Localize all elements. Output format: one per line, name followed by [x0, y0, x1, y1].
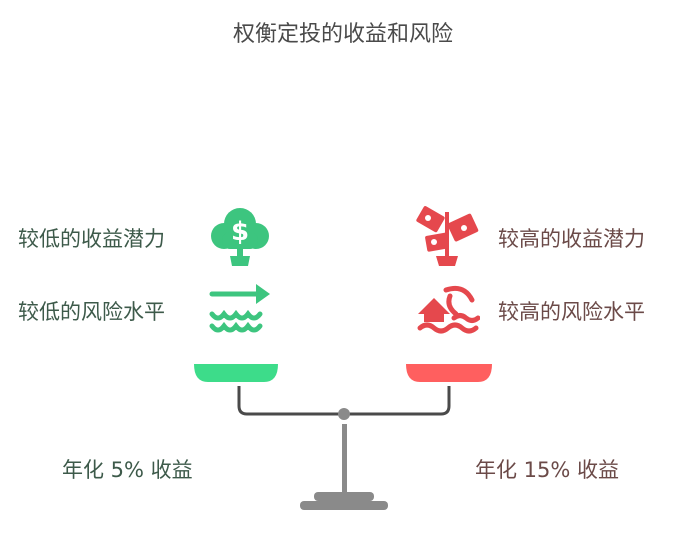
low-return-label: 较低的收益潜力: [18, 227, 165, 251]
high-return-label: 较高的收益潜力: [498, 227, 645, 251]
diagram-title: 权衡定投的收益和风险: [232, 22, 453, 47]
left-pan: [194, 364, 278, 382]
low-return-rate: 年化 5% 收益: [62, 458, 193, 482]
money-tree-icon: $: [211, 208, 269, 266]
high-risk-label: 较高的风险水平: [498, 300, 645, 324]
svg-text:$: $: [231, 217, 249, 247]
calm-waves-arrow-icon: [209, 284, 270, 333]
flood-house-icon: [417, 285, 480, 334]
low-risk-label: 较低的风险水平: [18, 300, 165, 324]
balance-scale: [194, 364, 492, 510]
right-pan: [406, 364, 492, 382]
high-return-rate: 年化 15% 收益: [475, 458, 620, 482]
money-plant-icon: [416, 206, 479, 266]
